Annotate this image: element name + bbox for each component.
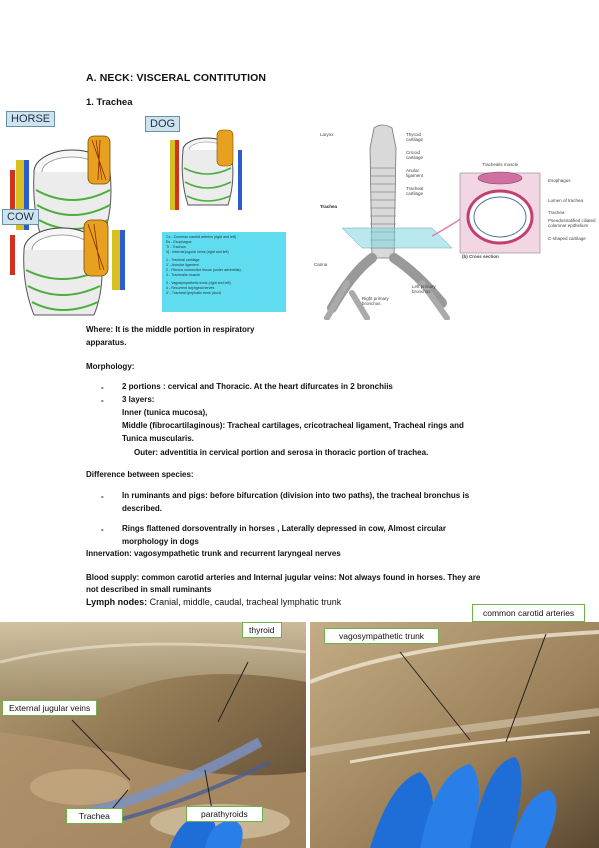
morphology-inner: Inner (tunica mucosa), xyxy=(122,408,208,417)
where-label: Where: xyxy=(86,325,114,334)
figure-legend: Cc - Common carotid arteries (right and … xyxy=(162,232,286,312)
dissection-photo-right-svg xyxy=(310,622,599,848)
page-title: A. NECK: VISCERAL CONTITUTION xyxy=(86,72,267,84)
legend-line: 1' - Annular ligament xyxy=(166,263,199,267)
legend-line: Vj - Internal jugular veins (right and l… xyxy=(166,250,229,254)
difference-item-2-b: morphology in dogs xyxy=(122,537,199,546)
trachea-cross-sections-svg xyxy=(10,129,242,316)
label-external-jugular-veins: External jugular veins xyxy=(2,700,98,716)
lymph-text: Cranial, middle, caudal, tracheal lympha… xyxy=(147,597,342,607)
trachea-anatomy-illustration: Larynx Thyroid cartilage Cricoid cartila… xyxy=(312,118,599,320)
label-parathyroids: parathyroids xyxy=(186,806,263,822)
bullet-dash: - xyxy=(101,525,104,534)
label-anular-ligament: Anular ligament xyxy=(406,168,424,178)
difference-item-1-b: described. xyxy=(122,504,163,513)
legend-line: 3 - Trachealis muscle xyxy=(166,273,200,277)
legend-line: 1 - Tracheal cartilage xyxy=(166,258,200,262)
lymph-label: Lymph nodes: xyxy=(86,597,148,607)
legend-line: 4' - Tracheal lymphatic trunk (duct) xyxy=(166,291,222,295)
label-carina: Carina xyxy=(314,262,328,267)
morphology-middle-2: Tunica muscularis. xyxy=(122,434,194,443)
label-epithelium: Pseudostratified ciliated columnar epith… xyxy=(548,218,596,228)
label-esophagus: Esophagus xyxy=(548,178,571,183)
label-vagosympathetic-trunk: vagosympathetic trunk xyxy=(324,628,440,644)
label-trachealis-muscle: Trachealis muscle xyxy=(482,162,519,167)
label-left-primary-bronchus: Left primary bronchus xyxy=(412,284,436,294)
where-text-1: It is the middle portion in respiratory xyxy=(113,325,255,334)
legend-line: Tr - Trachea xyxy=(166,245,186,249)
dog-trachea xyxy=(170,129,242,210)
difference-title: Difference between species: xyxy=(86,470,194,479)
legend-line: Cc - Common carotid arteries (right and … xyxy=(166,235,237,239)
label-thyroid-cartilage: Thyroid cartilage xyxy=(406,132,424,142)
label-common-carotid-arteries-page: common carotid arteries xyxy=(472,604,586,622)
blood-supply-line-2: not described in small ruminants xyxy=(86,585,212,594)
label-c-shaped-cartilage: C-shaped cartilage xyxy=(548,236,586,241)
section-title: 1. Trachea xyxy=(86,97,133,108)
label-cross-section: (b) Cross section xyxy=(462,254,499,259)
where-text-2: apparatus. xyxy=(86,337,127,347)
blood-supply-line-1: Blood supply: common carotid arteries an… xyxy=(86,573,481,582)
label-tracheal-cartilage: Tracheal cartilage xyxy=(406,186,424,196)
label-trachea-photo: Trachea xyxy=(66,808,123,824)
trachea-anatomy-svg xyxy=(324,124,541,320)
where-paragraph: Where: It is the middle portion in respi… xyxy=(86,324,286,349)
label-lumen-of-trachea: Lumen of trachea xyxy=(548,198,584,203)
legend-line: 3 - Vagosympathetic trunk (right and lef… xyxy=(166,281,231,285)
species-label-horse: HORSE xyxy=(6,111,56,127)
species-label-dog: DOG xyxy=(145,116,181,132)
label-trachea-cs: Trachea xyxy=(548,210,565,215)
morphology-item-2: 3 layers: xyxy=(122,395,155,404)
legend-line: 2 - Fibrous connective tissue (under adv… xyxy=(166,268,241,272)
label-right-primary-bronchus: Right primary bronchus xyxy=(362,296,389,306)
label-larynx: Larynx xyxy=(320,132,334,137)
dissection-photo-left: thyroid External jugular veins Trachea p… xyxy=(0,622,306,848)
bullet-dash: - xyxy=(101,492,104,501)
dissection-photo-right: vagosympathetic trunk common carotid art… xyxy=(310,622,599,848)
lymph-nodes-line: Lymph nodes: Cranial, middle, caudal, tr… xyxy=(86,596,341,608)
label-trachea: Trachea xyxy=(320,204,338,209)
difference-item-1-a: In ruminants and pigs: before bifurcatio… xyxy=(122,491,470,500)
dissection-photo-left-svg xyxy=(0,622,306,848)
species-label-cow: COW xyxy=(2,209,39,225)
morphology-item-1: 2 portions : cervical and Thoracic. At t… xyxy=(122,382,393,391)
legend-line: 4 - Recurrent laryngeal nerves xyxy=(166,286,215,290)
morphology-outer: Outer: adventitia in cervical portion an… xyxy=(134,448,429,457)
morphology-middle-1: Middle (fibrocartilaginous): Tracheal ca… xyxy=(122,421,464,430)
bullet-dash: - xyxy=(101,396,104,405)
morphology-title: Morphology: xyxy=(86,362,135,371)
cow-trachea xyxy=(10,219,125,316)
legend-line: Es - Esophagus xyxy=(166,240,192,244)
innervation-line: Innervation: vagosympathetic trunk and r… xyxy=(86,549,341,558)
species-trachea-illustration: HORSE DOG COW xyxy=(2,110,302,330)
bullet-dash: - xyxy=(101,383,104,392)
label-cricoid-cartilage: Cricoid cartilage xyxy=(406,150,424,160)
difference-item-2-a: Rings flattened dorsoventrally in horses… xyxy=(122,524,446,533)
label-thyroid: thyroid xyxy=(242,622,282,638)
